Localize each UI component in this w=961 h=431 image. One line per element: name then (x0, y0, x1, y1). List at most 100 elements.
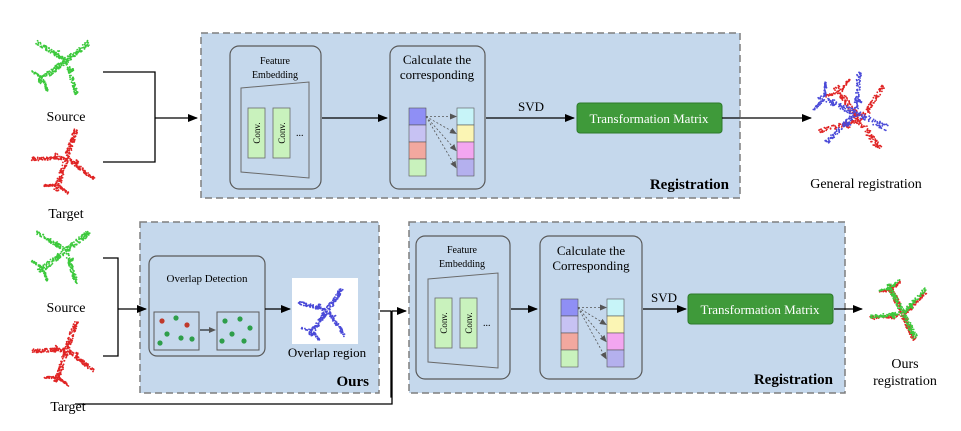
cloud-point (836, 132, 839, 135)
cloud-point (39, 350, 41, 353)
cloud-point (61, 164, 64, 167)
cloud-point (856, 73, 858, 76)
cloud-point (859, 113, 862, 116)
cloud-point (62, 64, 65, 67)
overlap-region-label: Overlap region (288, 345, 367, 360)
cloud-point (48, 156, 51, 159)
cloud-point (310, 328, 313, 331)
cloud-point (31, 349, 34, 352)
top-conv1-label: Conv. (252, 122, 262, 143)
cloud-point (892, 286, 895, 289)
cloud-point (50, 68, 53, 71)
cloud-point (842, 108, 844, 111)
cloud-point (830, 136, 833, 139)
cloud-point (54, 152, 57, 155)
cloud-point (855, 111, 858, 114)
cloud-point (42, 350, 45, 353)
cloud-point (75, 52, 78, 54)
cloud-point (843, 110, 846, 112)
cloud-point (56, 372, 58, 375)
target-feature-cell (606, 349, 625, 368)
bottom-registration-panel-label: Registration (754, 372, 834, 388)
cloud-point (888, 286, 891, 288)
cloud-point (75, 159, 78, 162)
cloud-point (71, 133, 74, 136)
cloud-point (847, 122, 849, 125)
cloud-point (39, 271, 42, 273)
cloud-point (332, 319, 335, 322)
cloud-point (323, 313, 326, 316)
cloud-point (62, 245, 64, 248)
cloud-point (858, 83, 861, 86)
cloud-point (324, 310, 327, 313)
cloud-point (48, 264, 51, 267)
cloud-point (84, 237, 87, 240)
cloud-point (65, 347, 67, 350)
cloud-point (869, 138, 872, 140)
cloud-point (80, 235, 83, 238)
correspondence-link (577, 307, 607, 343)
cloud-point (874, 100, 876, 103)
cloud-point (304, 328, 307, 331)
bottom-encoder-trapezoid (427, 272, 499, 369)
cloud-point (63, 165, 66, 168)
cloud-point (62, 62, 65, 65)
cloud-point (847, 109, 849, 112)
cloud-point (907, 328, 910, 330)
cloud-point (76, 166, 79, 169)
cloud-point (44, 268, 47, 271)
cloud-point (880, 315, 882, 318)
cloud-point (63, 353, 66, 356)
cloud-point (65, 252, 68, 255)
cloud-point (859, 73, 862, 75)
cloud-point (893, 298, 896, 301)
cloud-point (907, 318, 910, 320)
cloud-point (32, 158, 34, 160)
cloud-point (59, 348, 62, 351)
cloud-point (67, 70, 70, 73)
cloud-point (868, 112, 871, 114)
cloud-point (833, 87, 835, 90)
target-feature-cell (456, 141, 475, 160)
cloud-point (824, 84, 826, 86)
cloud-point (334, 320, 337, 323)
cloud-point (908, 324, 911, 327)
cloud-point (854, 98, 856, 100)
cloud-point (63, 251, 66, 254)
cloud-point (922, 294, 925, 297)
cloud-point (902, 316, 904, 318)
cloud-point (58, 175, 61, 178)
cloud-point (63, 247, 66, 250)
cloud-point (42, 75, 45, 77)
source-feature-cell (560, 349, 579, 368)
cloud-point (845, 120, 847, 122)
cloud-point (40, 268, 43, 271)
cloud-point (68, 74, 71, 77)
cloud-point (301, 301, 304, 304)
cloud-point (839, 96, 842, 99)
cloud-point (48, 261, 50, 263)
cloud-point (308, 333, 311, 336)
cloud-point (86, 230, 89, 233)
cloud-point (44, 349, 46, 352)
cloud-point (846, 99, 849, 101)
cloud-point (65, 340, 68, 343)
cloud-point (855, 101, 858, 104)
cloud-point (42, 156, 44, 159)
cloud-point (75, 276, 78, 279)
overlap-region-cloud (297, 288, 346, 341)
cloud-point (88, 44, 90, 46)
cloud-point (844, 99, 846, 101)
cloud-point (69, 157, 71, 160)
cloud-point (47, 72, 49, 74)
cloud-point (69, 261, 71, 264)
cloud-point (912, 299, 915, 302)
cloud-point (845, 110, 848, 113)
cloud-point (64, 152, 67, 154)
cloud-point (912, 328, 915, 331)
bottom-feature-title-1: Feature (447, 245, 478, 256)
cloud-point (896, 283, 898, 286)
cloud-point (62, 169, 64, 172)
cloud-point (82, 169, 85, 172)
cloud-point (327, 307, 329, 310)
